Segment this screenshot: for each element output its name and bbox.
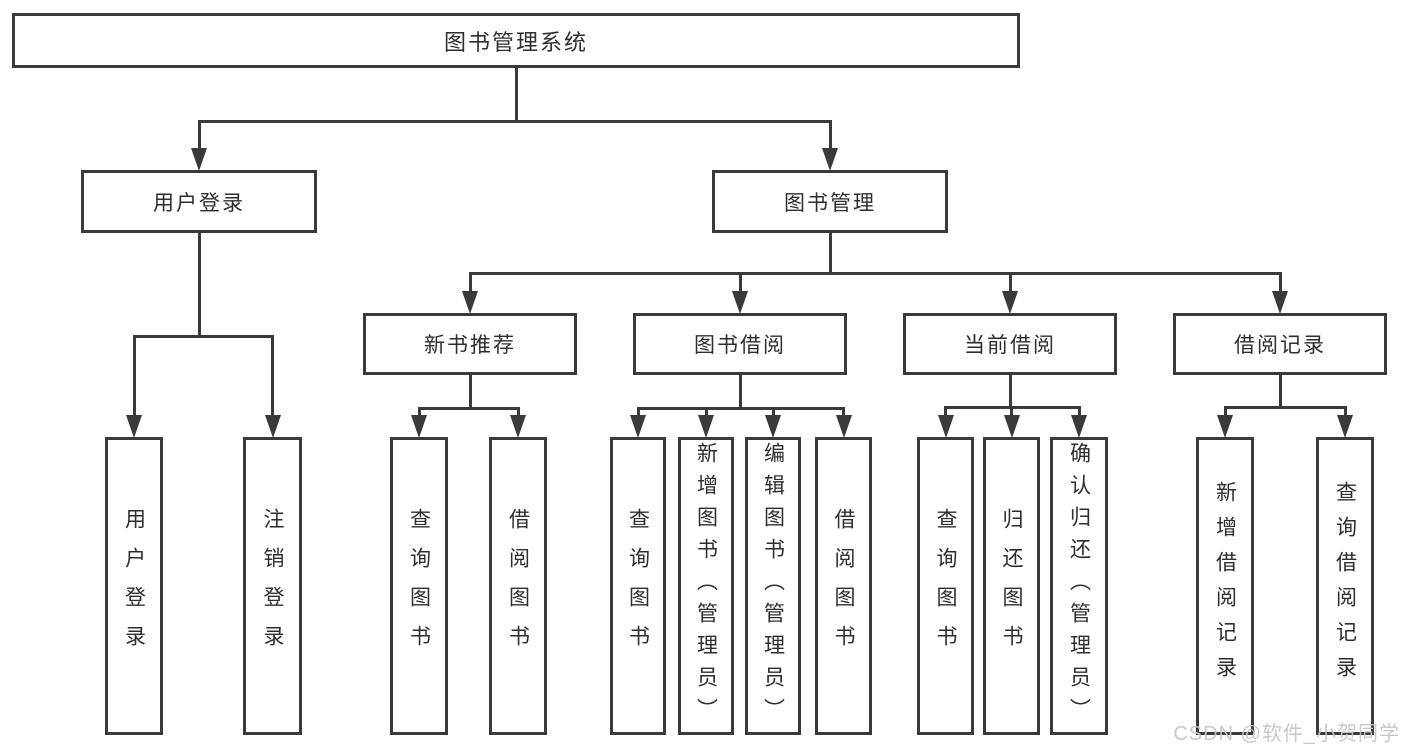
connector-line (271, 335, 274, 427)
connector-line (828, 120, 832, 160)
node-label: 新增借阅记录 (1213, 481, 1237, 691)
node-leaf-query-borrow-record: 查询借阅记录 (1316, 437, 1374, 735)
connector-line (468, 272, 472, 303)
node-leaf-borrow-books-borrowing: 借阅图书 (815, 437, 872, 735)
connector-line (828, 233, 832, 275)
node-label: 新书推荐 (424, 334, 516, 357)
node-label: 查询借阅记录 (1333, 481, 1357, 691)
connector-line (197, 233, 201, 338)
connector-line (197, 120, 832, 123)
node-label: 用户登录 (153, 191, 245, 215)
connector-line (1223, 406, 1347, 409)
node-label: 查询图书 (407, 508, 431, 664)
node-leaf-query-books-borrowing: 查询图书 (610, 437, 666, 735)
node-leaf-query-books-recommend: 查询图书 (390, 437, 448, 735)
connector-line (197, 120, 201, 160)
connector-line (1008, 375, 1012, 409)
arrow-down-icon (411, 415, 427, 438)
connector-line (468, 272, 1282, 275)
arrow-down-icon (462, 291, 478, 314)
node-leaf-logout: 注销登录 (243, 437, 302, 735)
node-leaf-add-books-admin: 新增图书（管理员） (678, 437, 734, 735)
node-label: 当前借阅 (964, 334, 1056, 357)
connector-line (1008, 272, 1012, 303)
arrow-down-icon (698, 415, 714, 438)
arrow-down-icon (1272, 291, 1288, 314)
node-label: 借阅图书 (506, 508, 530, 664)
connector-line (738, 272, 742, 303)
arrow-down-icon (835, 415, 852, 438)
arrow-down-icon (1003, 415, 1020, 438)
arrow-down-icon (630, 415, 646, 438)
arrow-down-icon (510, 415, 526, 438)
arrow-down-icon (126, 415, 142, 438)
node-leaf-add-borrow-record: 新增借阅记录 (1196, 437, 1254, 735)
node-label: 用户登录 (122, 508, 146, 664)
node-book-management: 图书管理 (712, 170, 948, 233)
arrow-down-icon (765, 415, 781, 438)
connector-line (636, 407, 845, 410)
watermark: CSDN @软件_小贺同学 (1173, 723, 1400, 745)
node-current-borrowing: 当前借阅 (903, 313, 1117, 375)
node-leaf-user-login: 用户登录 (105, 437, 163, 735)
connector-line (132, 335, 136, 427)
arrow-down-icon (264, 415, 281, 438)
connector-line (1278, 375, 1282, 409)
node-user-login: 用户登录 (81, 170, 317, 233)
arrow-down-icon (822, 148, 838, 171)
node-label: 确认归还（管理员） (1067, 442, 1091, 730)
node-label: 编辑图书（管理员） (761, 442, 785, 730)
node-borrowing-records: 借阅记录 (1173, 313, 1387, 375)
node-leaf-edit-books-admin: 编辑图书（管理员） (745, 437, 801, 735)
node-label: 图书管理 (784, 191, 876, 215)
node-label: 新增图书（管理员） (694, 442, 718, 730)
node-label: 借阅图书 (832, 508, 855, 664)
node-label: 图书借阅 (694, 334, 786, 357)
connector-line (738, 375, 742, 410)
arrow-down-icon (1002, 291, 1018, 314)
arrow-down-icon (191, 148, 207, 171)
node-leaf-borrow-books-recommend: 借阅图书 (489, 437, 547, 735)
node-label: 查询图书 (934, 508, 957, 664)
node-label: 注销登录 (261, 508, 284, 664)
arrow-down-icon (732, 291, 748, 314)
node-book-borrowing: 图书借阅 (633, 313, 847, 375)
connector-line (417, 407, 520, 410)
arrow-down-icon (1071, 415, 1087, 438)
node-label: 查询图书 (626, 508, 650, 664)
arrow-down-icon (1217, 415, 1233, 438)
node-label: 归还图书 (1000, 508, 1023, 664)
arrow-down-icon (1337, 415, 1353, 438)
node-leaf-confirm-return-admin: 确认归还（管理员） (1050, 437, 1108, 735)
node-leaf-query-books-current: 查询图书 (917, 437, 974, 735)
node-new-book-recommendation: 新书推荐 (363, 313, 577, 375)
node-label: 借阅记录 (1234, 334, 1326, 357)
arrow-down-icon (937, 415, 954, 438)
connector-line (1278, 272, 1282, 303)
connector-line (468, 375, 472, 410)
node-label: 图书管理系统 (443, 29, 588, 55)
node-system-root: 图书管理系统 (12, 13, 1020, 68)
connector-line (132, 335, 274, 338)
node-leaf-return-books: 归还图书 (983, 437, 1040, 735)
connector-line (514, 68, 518, 123)
